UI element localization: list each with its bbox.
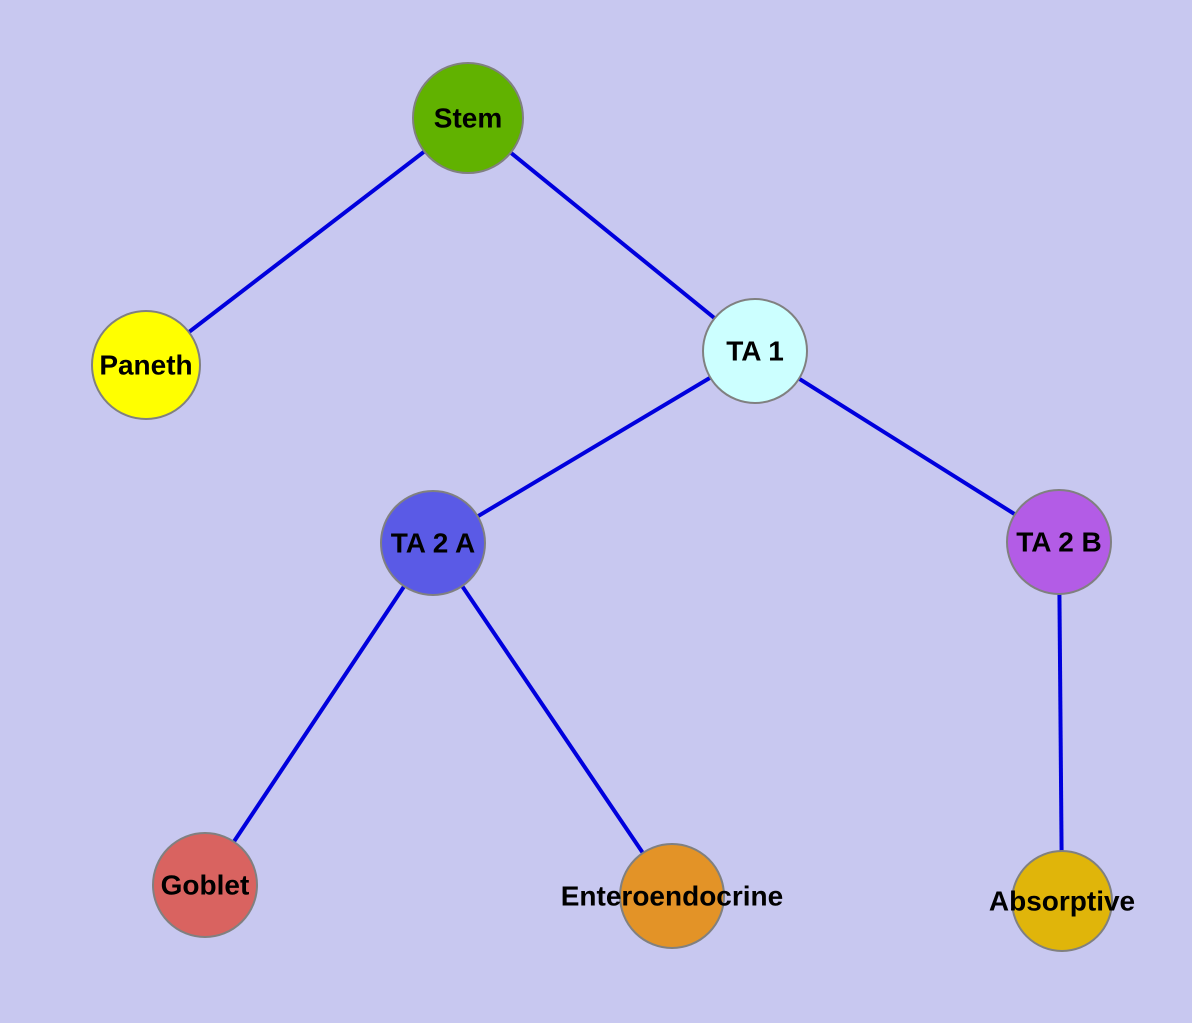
node-ta2a[interactable]: TA 2 A xyxy=(380,490,486,596)
node-circle-ta2a[interactable] xyxy=(380,490,486,596)
node-circle-ta1[interactable] xyxy=(702,298,808,404)
edge-ta1-to-ta2b xyxy=(753,349,1061,544)
edge-stem-to-ta1 xyxy=(466,116,757,353)
edge-stem-to-paneth xyxy=(144,116,470,367)
node-goblet[interactable]: Goblet xyxy=(152,832,258,938)
node-circle-paneth[interactable] xyxy=(91,310,201,420)
node-paneth[interactable]: Paneth xyxy=(91,310,201,420)
node-circle-ta2b[interactable] xyxy=(1006,489,1112,595)
node-circle-stem[interactable] xyxy=(412,62,524,174)
edge-ta2a-to-goblet xyxy=(203,541,435,887)
edge-ta1-to-ta2a xyxy=(431,349,757,545)
node-stem[interactable]: Stem xyxy=(412,62,524,174)
node-circle-goblet[interactable] xyxy=(152,832,258,938)
edge-ta2a-to-enteroendocrine xyxy=(431,541,674,898)
node-ta1[interactable]: TA 1 xyxy=(702,298,808,404)
node-ta2b[interactable]: TA 2 B xyxy=(1006,489,1112,595)
node-absorptive[interactable]: Absorptive xyxy=(989,850,1135,952)
edge-ta2b-to-absorptive xyxy=(1057,541,1064,902)
node-enteroendocrine[interactable]: Enteroendocrine xyxy=(561,843,783,949)
node-circle-absorptive[interactable] xyxy=(1011,850,1113,952)
edges-layer xyxy=(144,116,1064,902)
node-circle-enteroendocrine[interactable] xyxy=(619,843,725,949)
